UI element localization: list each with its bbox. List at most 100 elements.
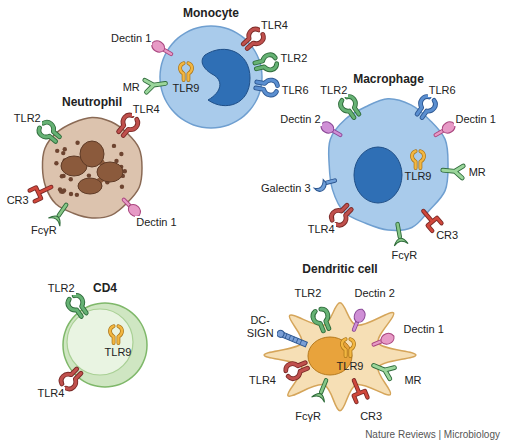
granule	[61, 151, 65, 155]
receptor-body	[30, 182, 54, 202]
tlr2-receptor	[66, 293, 90, 319]
receptor-body	[412, 151, 416, 168]
receptor-outline	[329, 202, 347, 220]
label-holder: Galectin 3	[260, 182, 312, 195]
receptor-body	[342, 339, 346, 356]
receptor-outline	[254, 54, 275, 63]
cell-illustration	[158, 24, 264, 130]
cell: CD4	[61, 301, 149, 389]
receptor-head	[379, 331, 396, 346]
receptor-body	[124, 200, 130, 206]
label-holder: MR	[403, 374, 422, 387]
receptor-label: TLR9	[172, 82, 201, 95]
receptor-label: TLR2	[279, 52, 308, 65]
label-holder: TLR6	[281, 84, 310, 97]
receptor-label: TLR2	[47, 282, 76, 295]
label-holder: TLR9	[336, 360, 365, 373]
receptor-body	[371, 360, 394, 379]
cell-name: Dendritic cell	[302, 262, 377, 276]
receptor-body	[257, 78, 278, 86]
receptor-head	[393, 237, 408, 246]
receptor-body	[436, 131, 443, 135]
receptor-outline	[348, 378, 367, 402]
receptor-stripe	[292, 337, 294, 342]
receptor-head	[276, 329, 285, 338]
cell-body	[42, 117, 142, 218]
label-holder: TLR2	[279, 52, 308, 65]
mr-receptor	[371, 360, 394, 379]
receptor-label: TLR9	[404, 170, 433, 183]
receptor-label: TLR9	[336, 360, 365, 373]
receptor-outline	[371, 360, 394, 379]
receptor-body	[321, 380, 326, 392]
granule	[55, 149, 59, 153]
label-holder: TLR2	[47, 282, 76, 295]
receptor-body	[354, 322, 357, 329]
receptor-body	[110, 326, 114, 343]
granule	[87, 173, 91, 177]
receptor-label: CR3	[435, 229, 459, 242]
label-holder: Dectin 1	[403, 323, 445, 336]
cr3-receptor	[30, 182, 54, 202]
receptor-outline	[321, 380, 326, 392]
granule	[69, 177, 73, 181]
receptor-outline	[338, 100, 354, 120]
nucleus	[67, 309, 133, 375]
tlr6-receptor	[413, 94, 437, 120]
label-holder: MR	[122, 81, 141, 94]
label-holder: TLR6	[428, 84, 457, 97]
receptor-outline	[164, 50, 171, 54]
cell-name: Neutrophil	[62, 95, 122, 109]
receptor-label: CR3	[6, 194, 30, 207]
receptor-body	[333, 131, 340, 135]
label-holder: Dectin 1	[135, 216, 177, 229]
receptor-body	[282, 333, 307, 347]
receptor-head	[352, 307, 367, 324]
fcgr-receptor	[312, 378, 333, 403]
receptor-outline	[333, 131, 340, 135]
receptor-body	[118, 326, 122, 343]
cell-illustration	[327, 96, 450, 232]
receptor-body	[288, 368, 309, 380]
receptor-body	[311, 311, 323, 332]
label-holder: Dectin 1	[454, 113, 496, 126]
receptor-outline	[326, 181, 335, 183]
receptor-outline	[247, 34, 266, 51]
tlr9-receptor	[412, 151, 424, 168]
receptor-label: FcγR	[390, 249, 418, 262]
label-holder: TLR4	[260, 19, 289, 32]
receptor-outline	[43, 120, 62, 137]
receptor-body	[43, 120, 62, 137]
receptor-outline	[30, 182, 54, 202]
dectin1-receptor	[149, 38, 173, 58]
cell-body	[63, 303, 147, 387]
cell: Monocyte	[158, 24, 264, 130]
nucleus-lobe	[97, 162, 123, 182]
receptor-body	[247, 34, 266, 51]
receptor-body	[145, 77, 166, 92]
label-holder: TLR4	[307, 223, 336, 236]
cell-illustration	[262, 300, 418, 413]
label-holder: DC-SIGN	[243, 314, 277, 340]
cell-name-holder: Monocyte	[183, 6, 239, 20]
cell-name-holder: Dendritic cell	[302, 262, 377, 276]
receptor-outline	[257, 78, 278, 86]
receptor-body	[398, 224, 400, 237]
dectin2-receptor	[349, 307, 367, 331]
cell-name-holder: CD4	[93, 281, 117, 295]
label-holder: CR3	[6, 194, 30, 207]
receptor-label: TLR2	[293, 287, 322, 300]
mr-receptor	[442, 164, 463, 178]
receptor-body	[350, 339, 354, 356]
receptor-outline	[350, 339, 354, 356]
dcsign-receptor	[276, 329, 308, 348]
tlr2-receptor	[311, 307, 333, 332]
tlr4-receptor	[284, 359, 309, 381]
cr3-receptor	[419, 207, 442, 231]
receptor-body	[74, 293, 90, 313]
receptor-body	[59, 366, 77, 384]
label-holder: TLR4	[248, 374, 277, 387]
receptor-stripe	[289, 335, 291, 340]
receptor-outline	[347, 94, 363, 114]
